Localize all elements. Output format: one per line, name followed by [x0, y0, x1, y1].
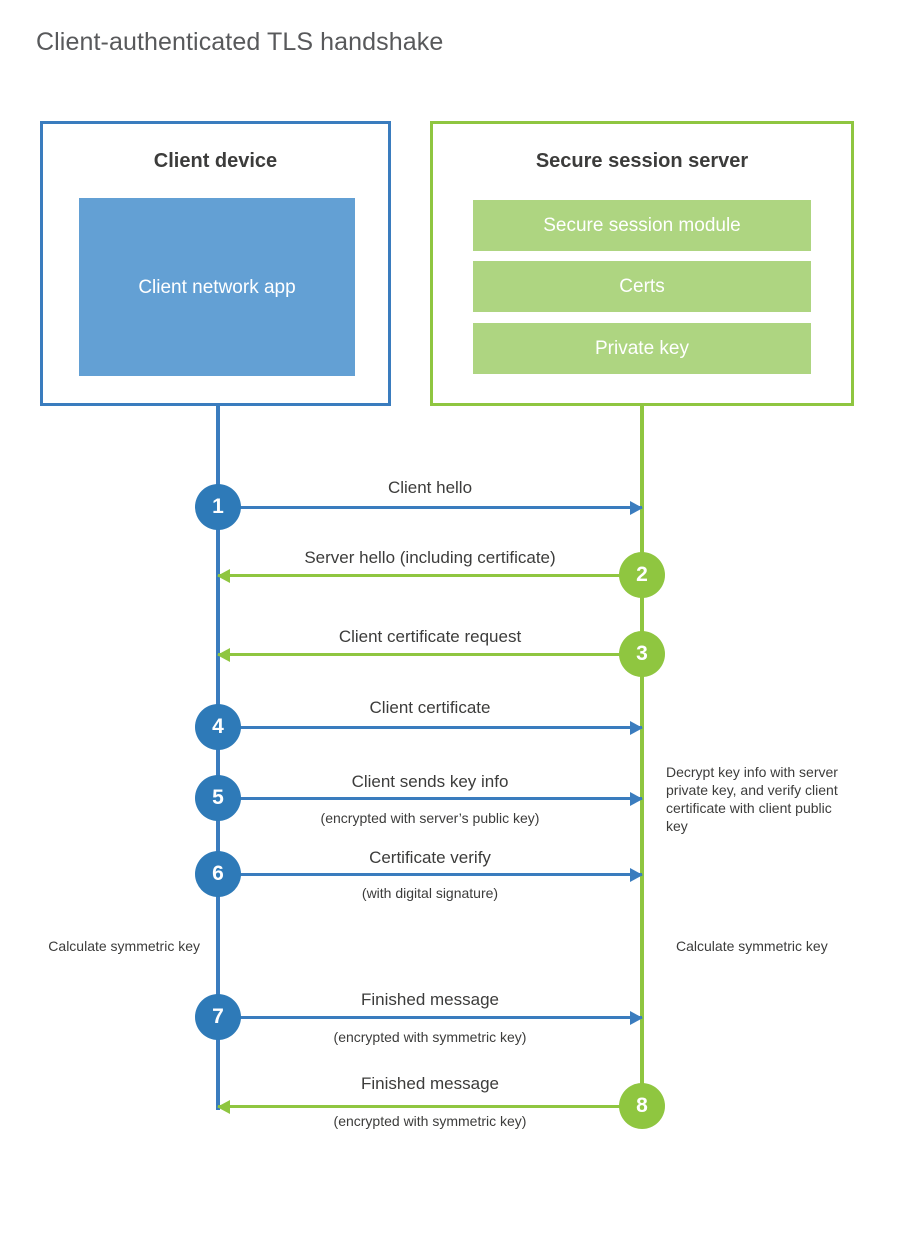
message-arrow-1 — [218, 500, 643, 515]
arrowhead-icon — [630, 720, 643, 735]
server-lifeline — [640, 404, 644, 1107]
message-label-6: Certificate verify — [369, 848, 491, 867]
secure-session-server-box: Secure session server Secure session mod… — [430, 121, 854, 406]
message-sublabel-7: (encrypted with symmetric key) — [333, 1029, 527, 1045]
client-calculate-symmetric-key-note: Calculate symmetric key — [48, 938, 200, 954]
step-badge-2[interactable]: 2 — [619, 552, 665, 598]
message-label-8: Finished message — [361, 1074, 499, 1093]
step-badge-8[interactable]: 8 — [619, 1083, 665, 1129]
arrowhead-icon — [630, 500, 643, 515]
message-label-2: Server hello (including certificate) — [304, 548, 556, 567]
client-device-title: Client device — [153, 150, 278, 172]
arrowhead-icon — [630, 867, 643, 882]
page-title: Client-authenticated TLS handshake — [36, 28, 444, 56]
arrowhead-icon — [217, 568, 230, 583]
message-label-5: Client sends key info — [351, 772, 509, 791]
client-lifeline — [216, 404, 220, 1110]
message-arrow-8 — [217, 1099, 642, 1114]
message-arrow-2 — [217, 568, 642, 583]
message-label-1: Client hello — [387, 478, 473, 497]
client-device-box: Client device Client network app — [40, 121, 391, 406]
message-arrow-5 — [218, 791, 643, 806]
step-badge-4[interactable]: 4 — [195, 704, 241, 750]
message-arrow-4 — [218, 720, 643, 735]
arrowhead-icon — [217, 647, 230, 662]
arrowhead-icon — [630, 791, 643, 806]
step-badge-1[interactable]: 1 — [195, 484, 241, 530]
server-module-secure-session-module: Secure session module — [473, 200, 811, 251]
server-module-certs: Certs — [473, 261, 811, 312]
secure-session-server-title: Secure session server — [535, 150, 749, 172]
message-label-4: Client certificate — [369, 698, 491, 717]
message-sublabel-5: (encrypted with server’s public key) — [320, 810, 540, 826]
message-arrow-6 — [218, 867, 643, 882]
server-calculate-symmetric-key-note: Calculate symmetric key — [676, 938, 828, 954]
step-badge-5[interactable]: 5 — [195, 775, 241, 821]
arrowhead-icon — [217, 1099, 230, 1114]
message-sublabel-6: (with digital signature) — [361, 885, 499, 901]
message-label-3: Client certificate request — [338, 627, 522, 646]
message-sublabel-8: (encrypted with symmetric key) — [333, 1113, 527, 1129]
step-badge-3[interactable]: 3 — [619, 631, 665, 677]
server-decrypt-note: Decrypt key info with server private key… — [666, 764, 838, 834]
server-module-private-key: Private key — [473, 323, 811, 374]
step-badge-6[interactable]: 6 — [195, 851, 241, 897]
client-network-app-box: Client network app — [79, 198, 355, 376]
message-arrow-7 — [218, 1010, 643, 1025]
message-arrow-3 — [217, 647, 642, 662]
arrowhead-icon — [630, 1010, 643, 1025]
step-badge-7[interactable]: 7 — [195, 994, 241, 1040]
message-label-7: Finished message — [361, 990, 499, 1009]
